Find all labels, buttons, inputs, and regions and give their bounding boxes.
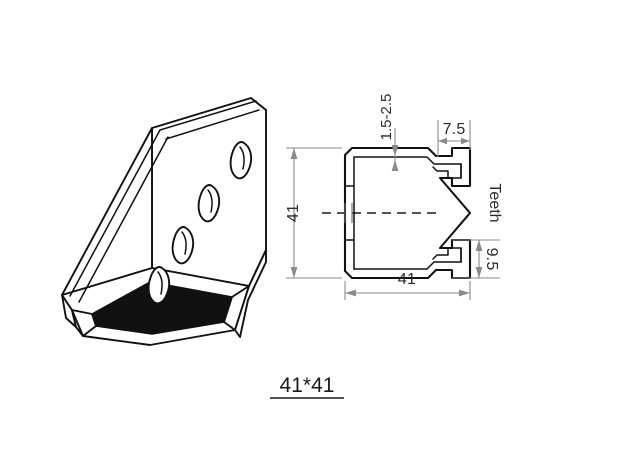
dim-thickness-arrow-up (391, 160, 399, 171)
iso-slot-1 (229, 141, 253, 180)
iso-slot-4-inner (157, 271, 163, 295)
caption-label: 41*41 (280, 374, 335, 397)
iso-bend-line-4 (78, 136, 169, 303)
isometric-view (61, 97, 267, 346)
dim-lipreturn-arrow-bottom (475, 267, 483, 278)
dim-lipreturn-arrow-top (475, 240, 483, 251)
dim-height-label: 41 (285, 204, 302, 222)
caption: 41*41 (270, 374, 344, 399)
iso-slot-4 (147, 266, 171, 305)
cross-section-view: 41 41 1.5-2.5 (285, 94, 503, 300)
dim-thickness-arrow-down (391, 145, 399, 156)
iso-lip-left (71, 309, 97, 337)
dim-lipwidth-label: 7.5 (443, 121, 466, 138)
dim-width-arrow-left (345, 289, 356, 297)
section-outer-profile (343, 146, 472, 280)
iso-bend-line-2 (165, 109, 260, 140)
iso-slot-3 (171, 226, 195, 265)
dimension-lip-return: 9.5 (452, 239, 500, 279)
dim-lipreturn-label: 9.5 (483, 248, 500, 271)
dim-lipwidth-arrow-left (438, 137, 447, 145)
iso-slot-2-inner (207, 189, 213, 213)
iso-slot-3-inner (181, 231, 187, 255)
dim-width-arrow-right (459, 289, 470, 297)
dimension-height: 41 (285, 147, 342, 279)
dimension-thickness: 1.5-2.5 (378, 94, 399, 171)
dimension-lip-width: 7.5 (437, 120, 471, 157)
dim-thickness-label: 1.5-2.5 (378, 94, 395, 141)
dim-width-label: 41 (398, 271, 416, 288)
iso-slot-1-inner (239, 146, 245, 170)
dim-lipwidth-arrow-right (461, 137, 470, 145)
dimension-width: 41 (344, 271, 471, 300)
iso-slot-2 (197, 184, 221, 223)
dim-height-arrow-bottom (290, 267, 298, 278)
iso-bend-line-3 (69, 129, 161, 297)
iso-bend-line-1 (159, 100, 257, 131)
iso-edge-top (250, 97, 267, 111)
iso-edge-right (248, 249, 267, 287)
teeth-label: Teeth (486, 183, 503, 222)
dim-height-arrow-top (290, 148, 298, 159)
iso-slot-group (147, 141, 253, 305)
